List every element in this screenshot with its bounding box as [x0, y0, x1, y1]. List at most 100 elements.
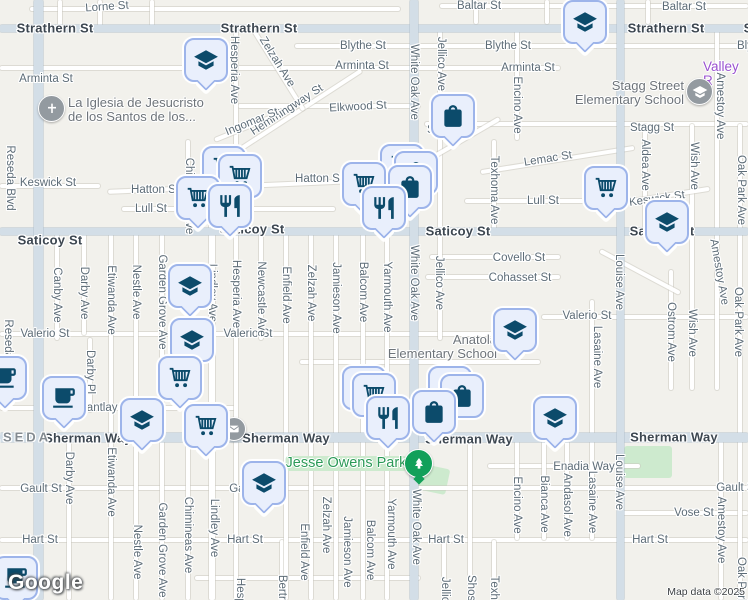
street-label: Valerio St	[223, 328, 273, 340]
street-label: Enfield Ave	[280, 266, 292, 324]
street-label: White Oak Ave	[408, 44, 420, 120]
coffee-icon	[5, 568, 27, 588]
street-label: Lorne St	[84, 0, 130, 15]
graduation-cap-pin[interactable]	[120, 398, 164, 442]
road	[284, 231, 288, 600]
coffee-icon	[53, 388, 75, 408]
poi-label-jesse-owens-park: Jesse Owens Park	[285, 455, 407, 472]
street-label: Hesperia Ave	[234, 578, 246, 600]
shopping-cart-pin[interactable]	[158, 356, 202, 400]
street-label: Baltar St	[456, 0, 502, 12]
shopping-bag-icon	[453, 385, 471, 407]
map-attribution: Map data ©2025	[667, 586, 745, 598]
street-label: Arminta St	[501, 62, 555, 74]
street-label: Lull St	[135, 203, 167, 215]
restaurant-pin[interactable]	[362, 186, 406, 230]
street-label: Sherman Way	[630, 429, 718, 445]
church-marker[interactable]	[38, 95, 65, 122]
street-label: Arminta St	[335, 60, 389, 72]
graduation-cap-icon	[655, 212, 679, 232]
poi-label-line: de los Santos de los...	[68, 108, 196, 124]
road	[67, 437, 71, 600]
street-label: Louise Ave	[613, 453, 625, 511]
street-label: Keswick St	[19, 177, 77, 189]
street-label: Strathern St	[220, 20, 298, 36]
road	[492, 540, 496, 600]
street-label: Stagg St	[629, 122, 675, 134]
street-label: Hatton St	[131, 184, 179, 196]
graduation-cap-pin[interactable]	[184, 38, 228, 82]
street-label: Hart St	[632, 534, 668, 546]
road	[468, 437, 472, 600]
street-label: Saticoy St	[425, 223, 491, 239]
coffee-icon	[0, 368, 16, 388]
shopping-cart-pin[interactable]	[584, 166, 628, 210]
street-label: Bianca Ave	[538, 475, 550, 533]
graduation-cap-pin[interactable]	[563, 0, 607, 44]
street-label: Sherman Way	[425, 431, 513, 447]
park-tree-icon	[414, 457, 423, 469]
restaurant-pin[interactable]	[208, 184, 252, 228]
street-label: Darby Ave	[78, 266, 90, 320]
street-label: Hemmingway St	[248, 82, 326, 138]
road	[646, 0, 650, 24]
school-marker[interactable]	[686, 78, 713, 105]
street-label: Sherman Way	[242, 430, 330, 446]
coffee-pin[interactable]	[0, 356, 27, 400]
street-label: Vose St	[674, 507, 714, 519]
street-label: Garden Grove Ave	[156, 502, 168, 598]
street-label: White Oak Ave	[408, 245, 420, 321]
graduation-cap-pin[interactable]	[242, 461, 286, 505]
graduation-cap-icon	[543, 408, 567, 428]
road	[295, 44, 748, 48]
graduation-cap-pin[interactable]	[645, 200, 689, 244]
restaurant-icon	[378, 407, 398, 429]
road	[715, 28, 719, 390]
road	[186, 437, 190, 600]
street-label: Lemac St	[523, 149, 573, 169]
coffee-pin[interactable]	[42, 376, 86, 420]
road	[0, 184, 100, 188]
poi-label-line: Anatola	[452, 332, 497, 347]
city-label: RESEDA	[0, 429, 52, 445]
shopping-bag-pin[interactable]	[431, 94, 475, 138]
park-tree-marker[interactable]	[404, 449, 433, 478]
street-label: Valerio St	[20, 328, 70, 340]
school-icon	[692, 85, 707, 98]
street-label: Newcastle Ave	[255, 261, 267, 337]
shopping-cart-icon	[595, 177, 617, 198]
shopping-bag-icon	[425, 401, 443, 423]
road	[30, 7, 400, 11]
google-logo[interactable]: Google	[8, 571, 84, 594]
street-label: Andasol Ave	[561, 473, 573, 537]
road	[565, 437, 569, 540]
street-label: Blythe St	[484, 40, 532, 52]
graduation-cap-icon	[503, 320, 527, 340]
street-label: Jamieson Ave	[341, 516, 353, 588]
street-label: Hesperia Ave	[228, 35, 240, 105]
restaurant-icon	[374, 197, 394, 219]
street-label: Etiwanda Ave	[105, 265, 117, 335]
shopping-bag-pin[interactable]	[412, 390, 456, 434]
street-label: Canby Ave	[51, 267, 63, 323]
street-label: Wish Ave	[686, 309, 698, 357]
restaurant-pin[interactable]	[366, 396, 410, 440]
road	[438, 28, 442, 340]
street-label: Arminta St	[19, 73, 73, 85]
street-label: Jellico Ave	[439, 577, 451, 600]
road	[82, 231, 86, 335]
coffee-pin[interactable]	[0, 556, 38, 600]
graduation-cap-pin[interactable]	[168, 264, 212, 308]
poi-label-line: Elementary School	[387, 345, 497, 361]
graduation-cap-pin[interactable]	[493, 308, 537, 352]
shopping-cart-pin[interactable]	[184, 404, 228, 448]
street-label: Strathern St	[16, 20, 94, 36]
street-label: Reseda Blvd	[4, 145, 16, 211]
graduation-cap-pin[interactable]	[533, 396, 577, 440]
street-label: Chimineas Ave	[182, 496, 194, 574]
road	[109, 231, 113, 600]
